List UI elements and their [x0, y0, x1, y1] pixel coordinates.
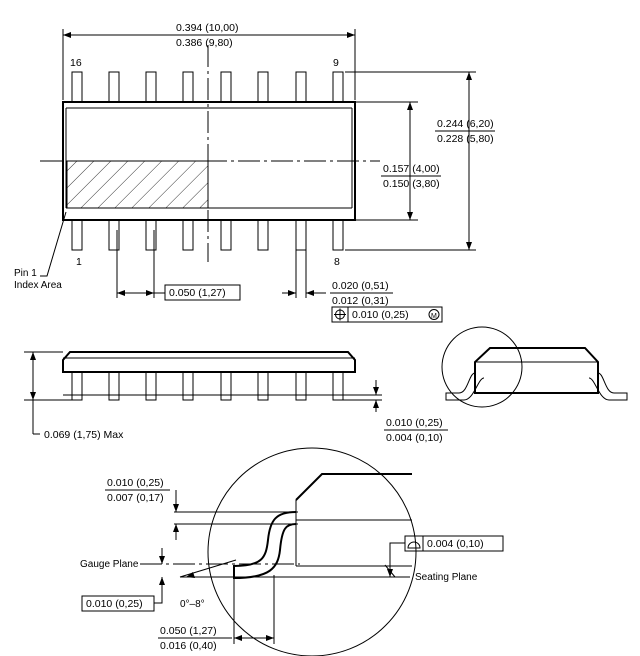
detail-view: 0.010 (0,25) 0.007 (0,17) Gauge Plane 0.…: [80, 447, 504, 656]
side-view: 0.069 (1,75) Max 0.010 (0,25) 0.004 (0,1…: [24, 351, 448, 444]
position-tolerance-label: 0.010 (0,25): [352, 309, 409, 321]
length-max-label: 0.394 (10,00): [176, 22, 238, 34]
top-view: 16 9 1 8 0.394 (10,00) 0.386 (9,80) 0.15…: [14, 22, 495, 323]
coplanarity-frame: 0.004 (0,10): [404, 535, 504, 552]
body-width-min-label: 0.150 (3,80): [383, 178, 440, 190]
pin1-index-label-line2: Index Area: [14, 280, 62, 291]
standoff-min-label: 0.004 (0,10): [386, 432, 443, 444]
detail-circle: [207, 447, 417, 656]
pin-9-label: 9: [333, 57, 339, 69]
detail-circle-marker: [441, 326, 523, 408]
pin-16-label: 16: [70, 57, 82, 69]
seating-plane-label: Seating Plane: [415, 572, 478, 583]
overall-width-min-label: 0.228 (5,80): [437, 133, 494, 145]
coplanarity-label: 0.004 (0,10): [427, 538, 484, 550]
gauge-plane-label: Gauge Plane: [80, 559, 139, 570]
foot-length-max-label: 0.050 (1,27): [160, 625, 217, 637]
pin-1-label: 1: [76, 256, 82, 268]
overall-width-max-label: 0.244 (6,20): [437, 118, 494, 130]
lead-width-min-label: 0.012 (0,31): [332, 295, 389, 307]
body-width-max-label: 0.157 (4,00): [383, 163, 440, 175]
position-modifier-label: M: [431, 313, 437, 320]
side-leads: [71, 371, 344, 401]
standoff-max-label: 0.010 (0,25): [386, 417, 443, 429]
lead-thickness-max-label: 0.010 (0,25): [107, 477, 164, 489]
height-max-label: 0.069 (1,75) Max: [44, 429, 124, 441]
lead-thickness-min-label: 0.007 (0,17): [107, 492, 164, 504]
gauge-offset-label: 0.010 (0,25): [86, 598, 143, 610]
pin-8-label: 8: [334, 256, 340, 268]
foot-length-min-label: 0.016 (0,40): [160, 640, 217, 652]
length-min-label: 0.386 (9,80): [176, 37, 233, 49]
lead-width-max-label: 0.020 (0,51): [332, 280, 389, 292]
pin1-index-label-line1: Pin 1: [14, 268, 37, 279]
end-view: [441, 326, 628, 408]
pin1-index-area: [67, 161, 208, 208]
pitch-label: 0.050 (1,27): [169, 287, 226, 299]
position-tolerance-frame: 0.010 (0,25) M: [331, 306, 443, 323]
angle-range-label: 0°–8°: [180, 599, 205, 610]
